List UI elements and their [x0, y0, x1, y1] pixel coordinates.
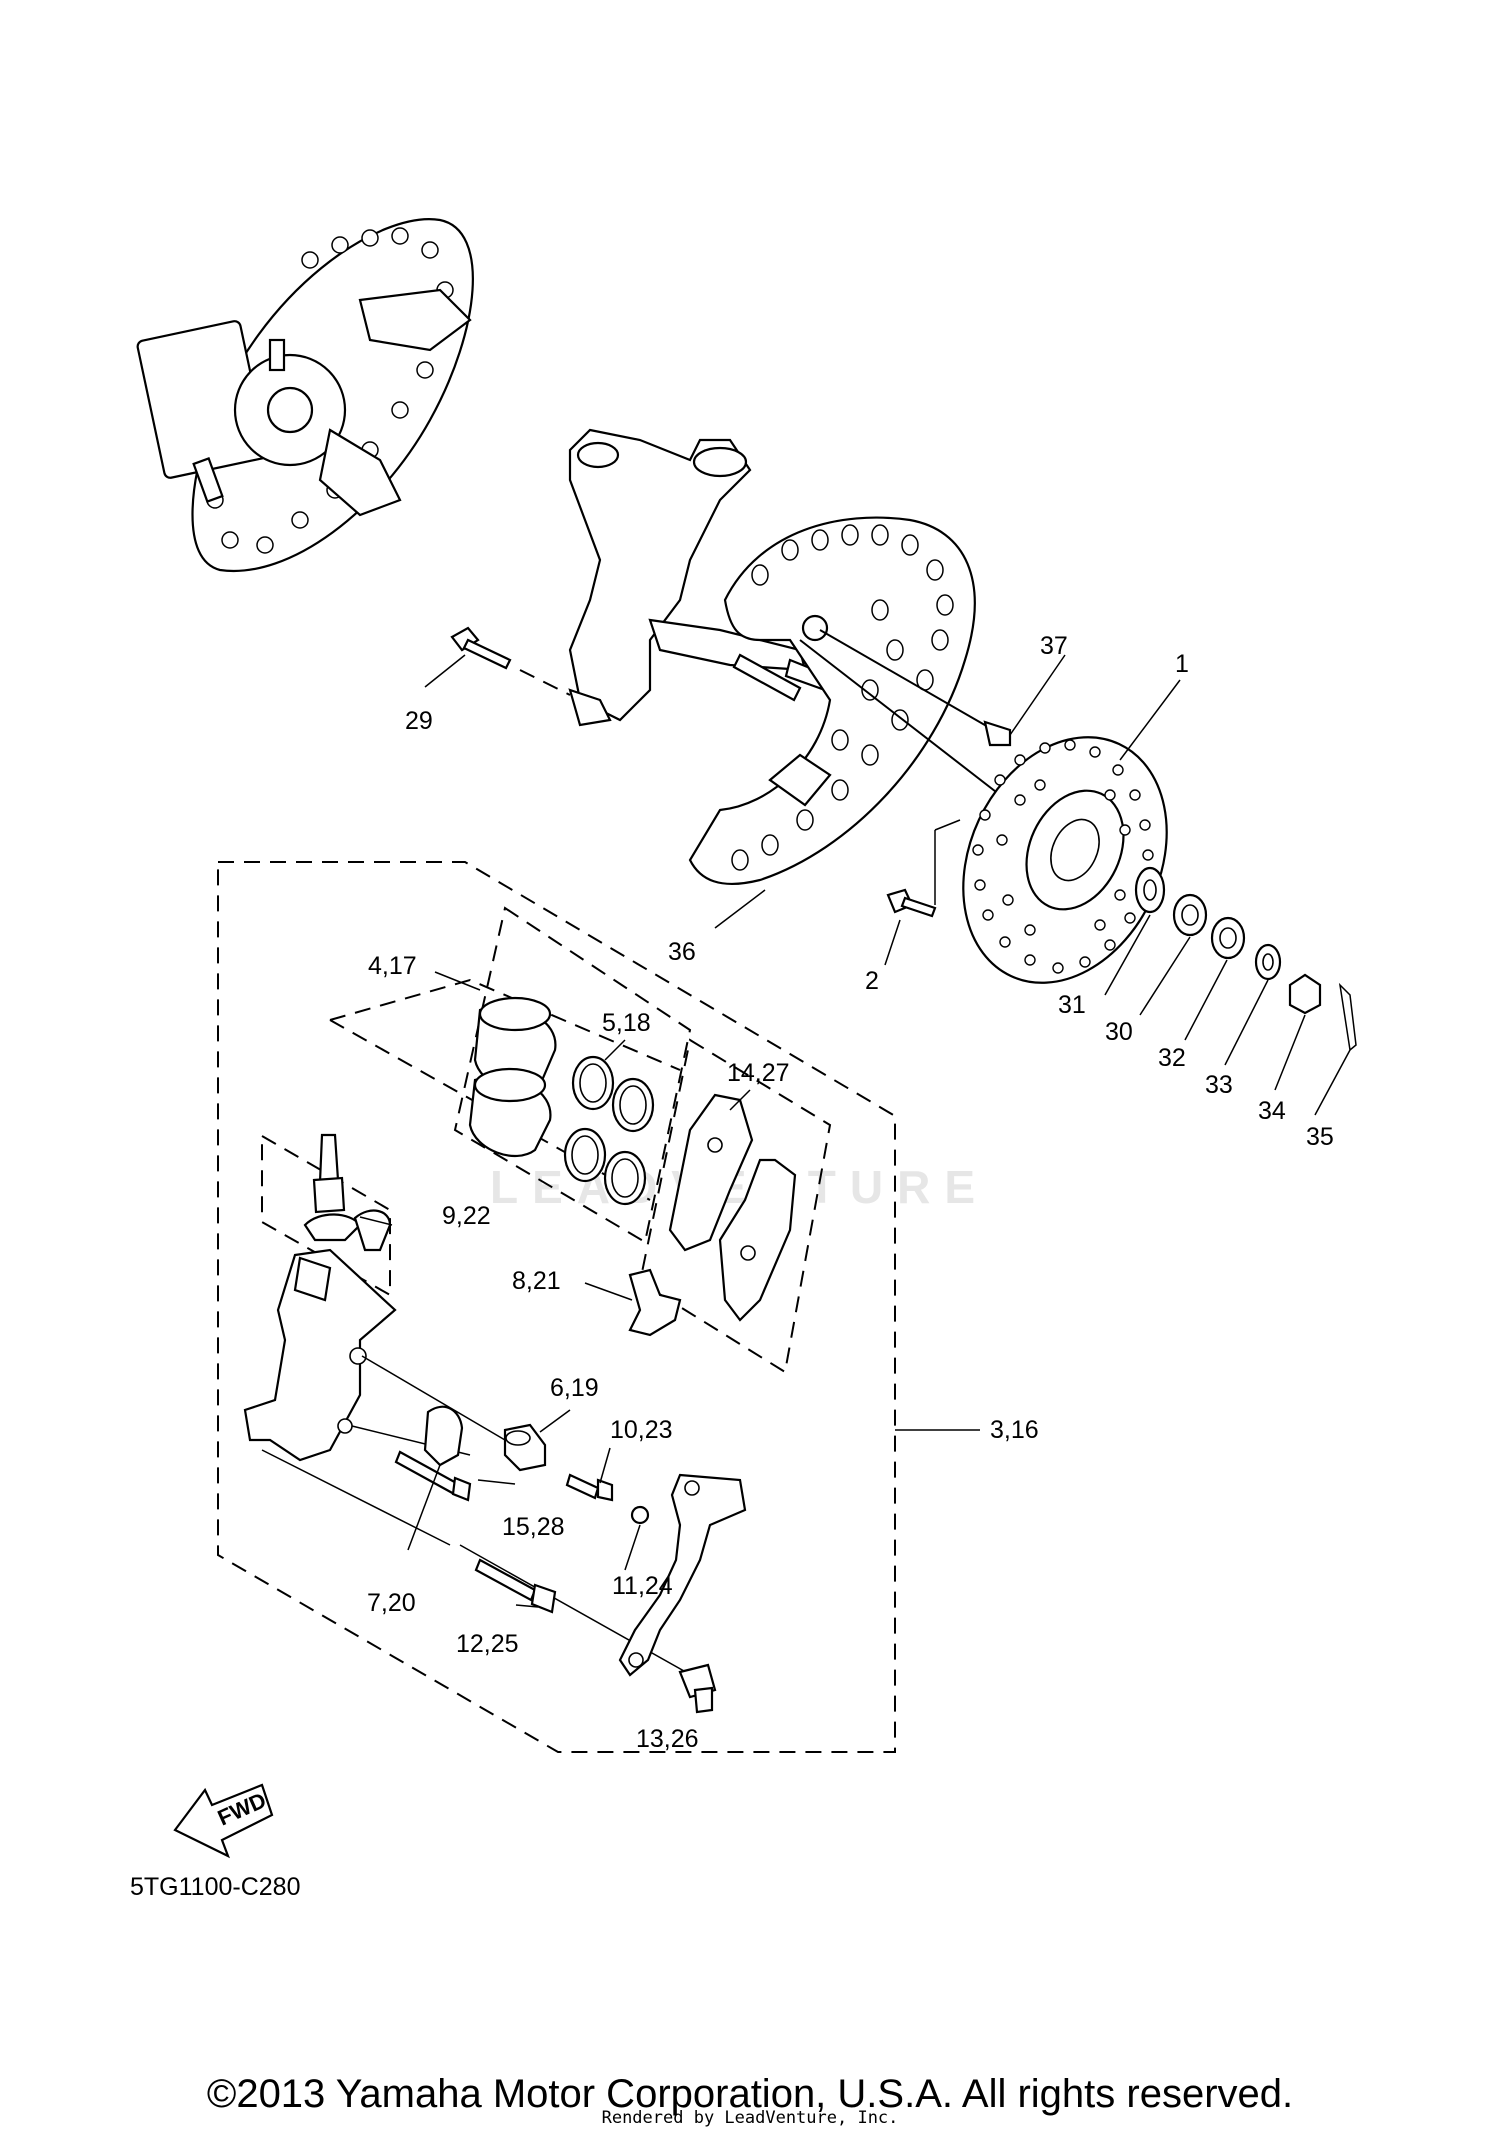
bleed-screw-9-22 — [303, 1133, 392, 1252]
brake-disc-1 — [962, 736, 1168, 984]
callout-36: 36 — [668, 938, 696, 966]
callout-7-20: 7,20 — [367, 1589, 416, 1617]
callout-31: 31 — [1058, 991, 1086, 1019]
collar-13-26 — [678, 1663, 717, 1714]
cotter-pin-35 — [1338, 982, 1357, 1052]
bolt-12-25 — [474, 1558, 557, 1614]
bolt-29 — [450, 626, 512, 670]
caliper-bracket — [618, 1473, 747, 1677]
callout-30: 30 — [1105, 1018, 1133, 1046]
caliper-body — [243, 1248, 397, 1462]
leader-lines — [359, 654, 1351, 1608]
callout-14-27: 14,27 — [727, 1059, 790, 1087]
diagram-code: 5TG1100-C280 — [130, 1873, 300, 1901]
hub-parts — [1134, 866, 1357, 1052]
caliper-assembly-outline — [217, 861, 896, 1753]
callout-10-23: 10,23 — [610, 1416, 673, 1444]
boot-7-20 — [423, 1405, 464, 1467]
callout-35: 35 — [1306, 1123, 1334, 1151]
pistons-4-17 — [329, 978, 681, 1201]
callout-11-24: 11,24 — [612, 1572, 673, 1600]
callout-6-19: 6,19 — [550, 1374, 599, 1402]
screw-37 — [819, 629, 1012, 747]
callout-15-28: 15,28 — [502, 1513, 565, 1541]
piston-seals-5-18 — [563, 1055, 655, 1206]
callout-37: 37 — [1040, 632, 1068, 660]
callout-9-22: 9,22 — [442, 1202, 491, 1230]
guide-pin-15-28 — [394, 1450, 472, 1502]
callout-32: 32 — [1158, 1044, 1186, 1072]
pin-bolt-10-23 — [565, 1473, 614, 1502]
callout-33: 33 — [1205, 1071, 1233, 1099]
assembled-brake-view — [136, 218, 474, 573]
callout-labels: 1 37 29 36 2 31 30 32 33 34 35 4,17 5,18… — [130, 632, 1334, 1901]
callout-8-21: 8,21 — [512, 1267, 561, 1295]
nut-34 — [1288, 973, 1322, 1015]
copyright-notice: ©2013 Yamaha Motor Corporation, U.S.A. A… — [206, 2072, 1294, 2116]
callout-2: 2 — [865, 967, 879, 995]
bushing-6-19 — [503, 1423, 547, 1472]
pad-spring-8-21 — [628, 1268, 682, 1337]
brake-guard-plate-36 — [688, 516, 976, 885]
clip-11-24 — [630, 1505, 650, 1525]
callout-5-18: 5,18 — [602, 1009, 651, 1037]
callout-13-26: 13,26 — [636, 1725, 699, 1753]
callout-3-16: 3,16 — [990, 1416, 1039, 1444]
fwd-arrow-icon: FWD — [173, 1783, 274, 1859]
brake-pads-14-27 — [668, 1093, 797, 1322]
callout-1: 1 — [1175, 650, 1189, 678]
callout-29: 29 — [405, 707, 433, 735]
callout-4-17: 4,17 — [368, 952, 417, 980]
callout-34: 34 — [1258, 1097, 1286, 1125]
callout-12-25: 12,25 — [456, 1630, 519, 1658]
bolt-2 — [886, 819, 961, 918]
rendered-by-note: Rendered by LeadVenture, Inc. — [601, 2108, 899, 2128]
